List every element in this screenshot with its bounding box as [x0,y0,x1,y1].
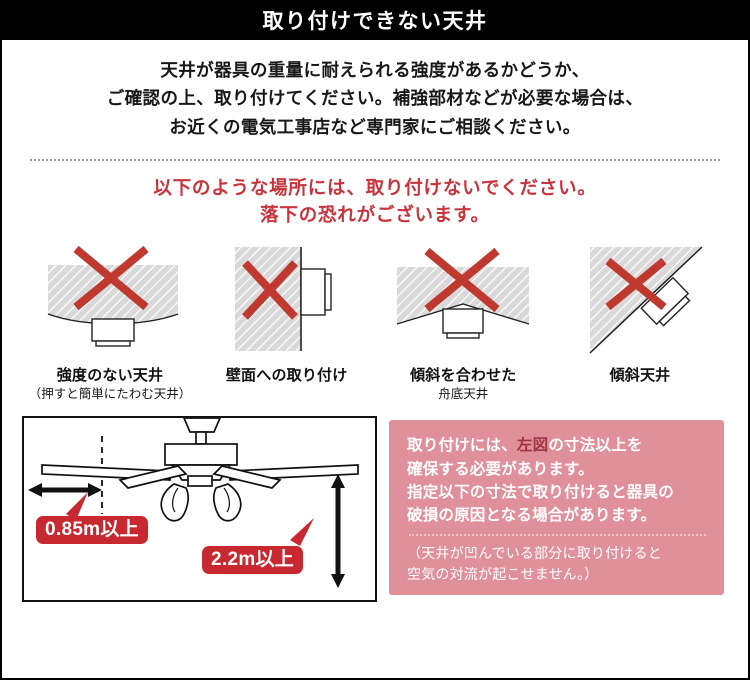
bad-case-subcaption: （押すと簡単にたわむ天井） [28,387,192,402]
bad-case-list: 強度のない天井 （押すと簡単にたわむ天井） [2,229,748,403]
note-divider [409,534,706,537]
sloped-ceiling-figure [560,241,720,359]
bad-case-item: 強度のない天井 （押すと簡単にたわむ天井） [26,241,194,403]
clearance-section: 0.85m以上 2.2m以上 取り付けには、左図の寸法以上を 確保する必要があり… [2,402,748,603]
note-main-text: 取り付けには、左図の寸法以上を 確保する必要があります。 指定以下の寸法で取り付… [407,434,708,527]
intro-line-3: お近くの電気工事店など専門家にご相談ください。 [169,116,581,137]
clearance-diagram: 0.85m以上 2.2m以上 [22,416,377,603]
bad-case-item: 傾斜天井 [556,241,724,403]
boat-bottom-ceiling-icon [397,247,530,339]
warning-text-block: 以下のような場所には、取り付けないでください。 落下の恐れがございます。 [2,175,748,229]
note-sub-text: （天井が凹んでいる部分に取り付けると 空気の対流が起こせません。） [407,543,708,585]
note-main-part2: の寸法以上を [548,437,643,455]
note-main-line4: 破損の原因となる場合があります。 [407,507,657,525]
bad-case-item: 傾斜を合わせた 舟底天井 [379,241,547,403]
intro-line-2: ご確認の上、取り付けてください。補強部材などが必要な場合は、 [106,88,644,109]
page-header: 取り付けできない天井 [2,2,748,40]
vertical-clearance-badge: 2.2m以上 [202,546,304,575]
note-emphasis: 左図 [516,437,549,455]
note-sub-line1: （天井が凹んでいる部分に取り付けると [407,545,662,562]
warning-line-1: 以下のような場所には、取り付けないでください。 [153,177,597,199]
boat-bottom-ceiling-figure [383,241,543,359]
bad-case-caption: 強度のない天井 [56,366,164,384]
bad-case-subcaption: 舟底天井 [438,387,489,402]
ceiling-fan-illustration [28,418,359,589]
sloped-ceiling-icon [589,246,703,354]
note-main-line2: 確保する必要があります。 [407,460,594,478]
wall-mount-icon [234,246,332,351]
section-divider [30,159,720,162]
warning-line-2: 落下の恐れがございます。 [260,203,490,225]
bad-case-caption: 壁面への取り付け [225,366,348,384]
intro-text-block: 天井が器具の重量に耐えられる強度があるかどうか、 ご確認の上、取り付けてください… [2,40,748,149]
note-sub-line2: 空気の対流が起こせません。） [407,566,599,583]
page-title: 取り付けできない天井 [262,9,488,33]
wall-mount-figure [207,241,367,359]
bad-case-item: 壁面への取り付け [203,241,371,403]
no-strength-ceiling-icon [47,245,179,347]
no-strength-ceiling-figure [30,241,190,359]
note-main-line3: 指定以下の寸法で取り付けると器具の [407,483,674,501]
horizontal-clearance-badge: 0.85m以上 [36,516,148,545]
bad-case-caption: 傾斜を合わせた [410,366,517,384]
intro-line-1: 天井が器具の重量に耐えられる強度があるかどうか、 [160,60,590,80]
clearance-note-panel: 取り付けには、左図の寸法以上を 確保する必要があります。 指定以下の寸法で取り付… [389,420,724,596]
note-main-part1: 取り付けには、 [407,437,517,455]
bad-case-caption: 傾斜天井 [609,366,671,384]
